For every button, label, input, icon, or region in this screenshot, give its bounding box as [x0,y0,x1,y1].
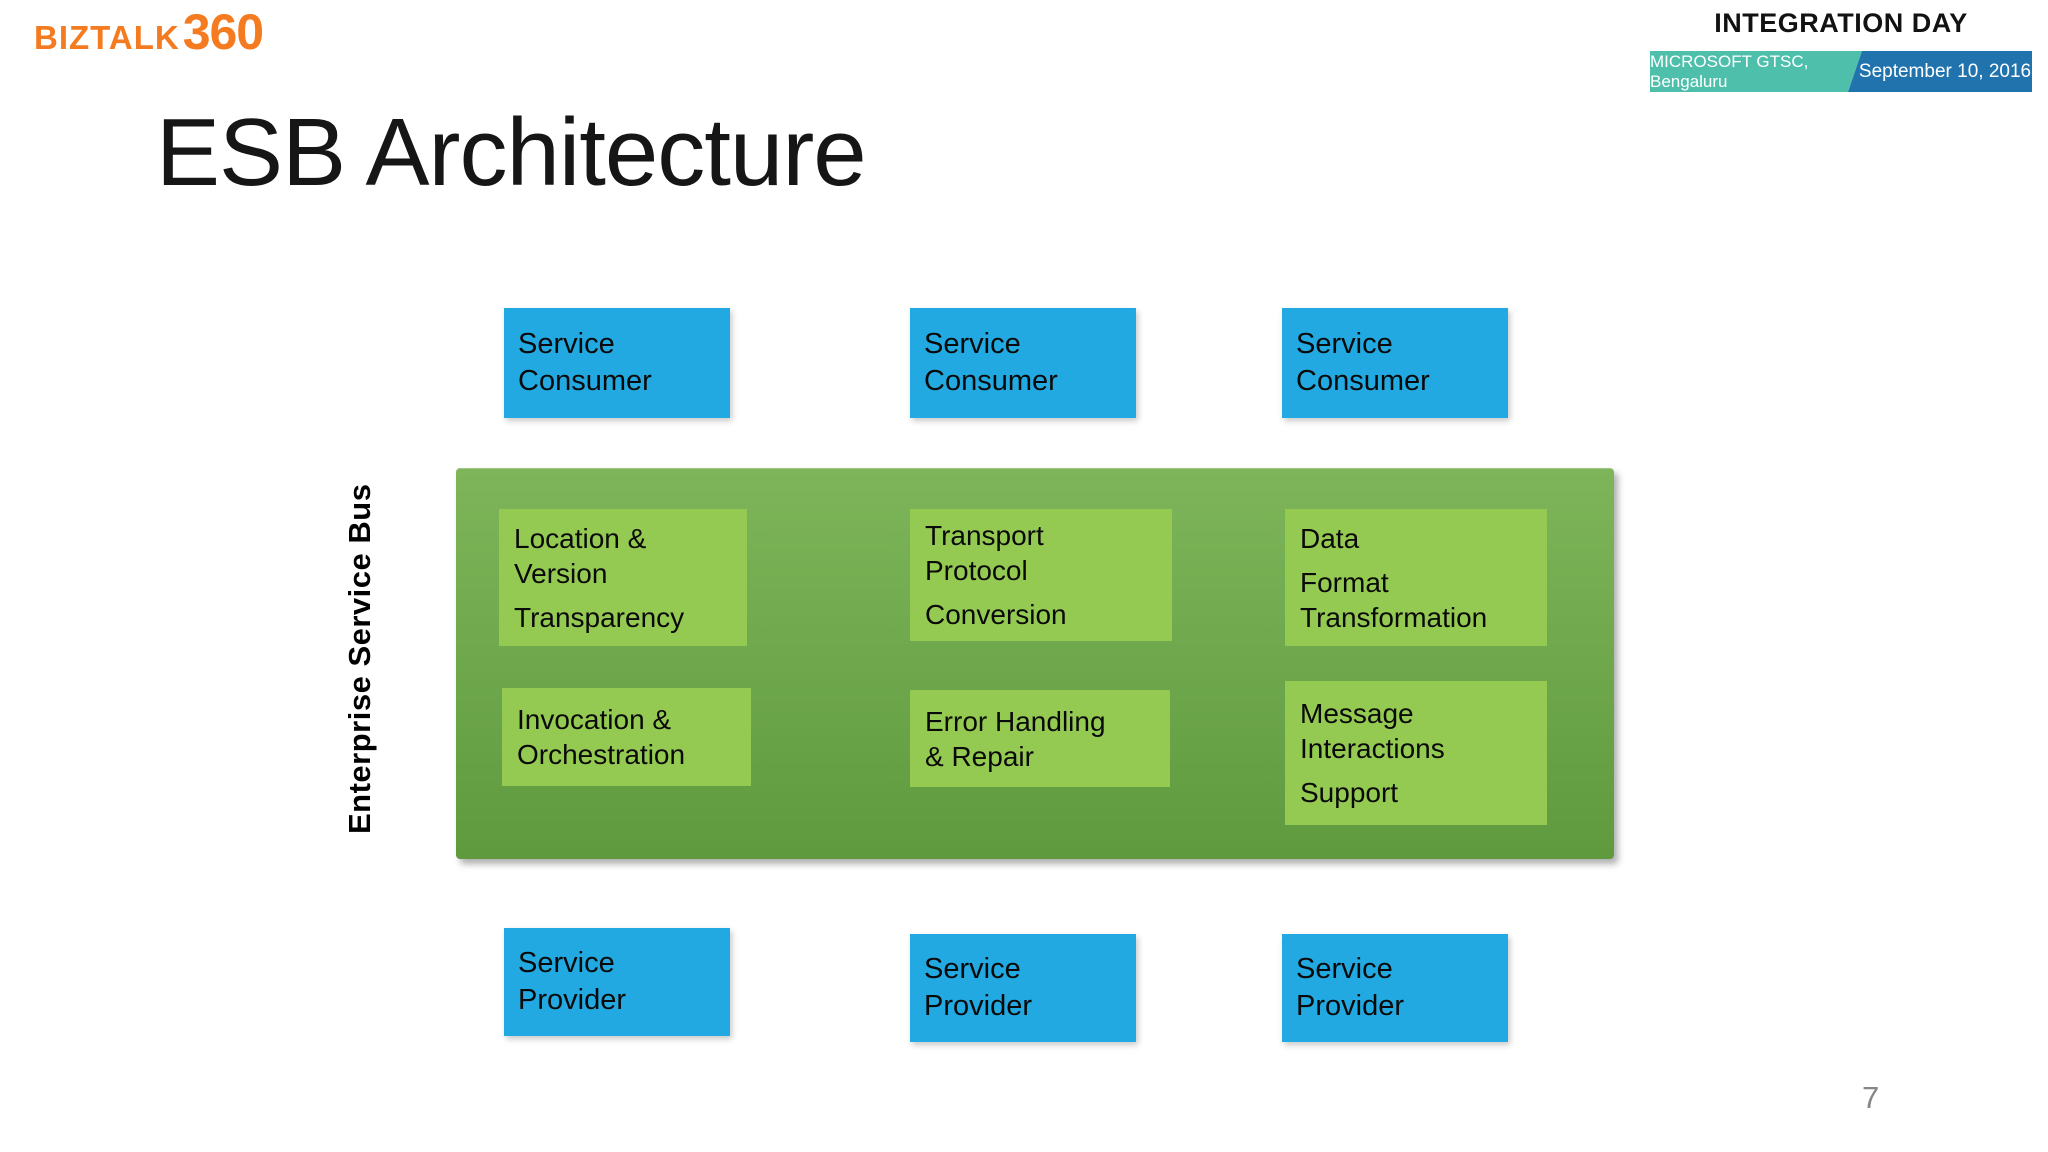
capability-invocation-orchestration: Invocation & Orchestration [502,688,751,786]
event-ribbon: MICROSOFT GTSC, Bengaluru September 10, … [1650,51,2032,92]
event-venue-badge: MICROSOFT GTSC, Bengaluru [1650,51,1862,92]
event-date-badge: September 10, 2016 [1848,51,2032,92]
page-number: 7 [1862,1080,1880,1115]
service-provider-box: Service Provider [504,928,730,1036]
capability-error-handling-repair: Error Handling & Repair [910,690,1170,787]
page-title: ESB Architecture [156,99,867,206]
logo-brand-text: BIZTALK [34,19,180,56]
service-consumer-box: Service Consumer [504,308,730,418]
event-title: INTEGRATION DAY [1714,8,1968,38]
enterprise-service-bus-label: Enterprise Service Bus [342,483,377,835]
biztalk360-logo: BIZTALK 360 [34,4,264,60]
service-provider-box: Service Provider [910,934,1136,1042]
service-consumer-box: Service Consumer [1282,308,1508,418]
service-provider-box: Service Provider [1282,934,1508,1042]
service-consumer-box: Service Consumer [910,308,1136,418]
logo-brand-number: 360 [182,4,264,60]
